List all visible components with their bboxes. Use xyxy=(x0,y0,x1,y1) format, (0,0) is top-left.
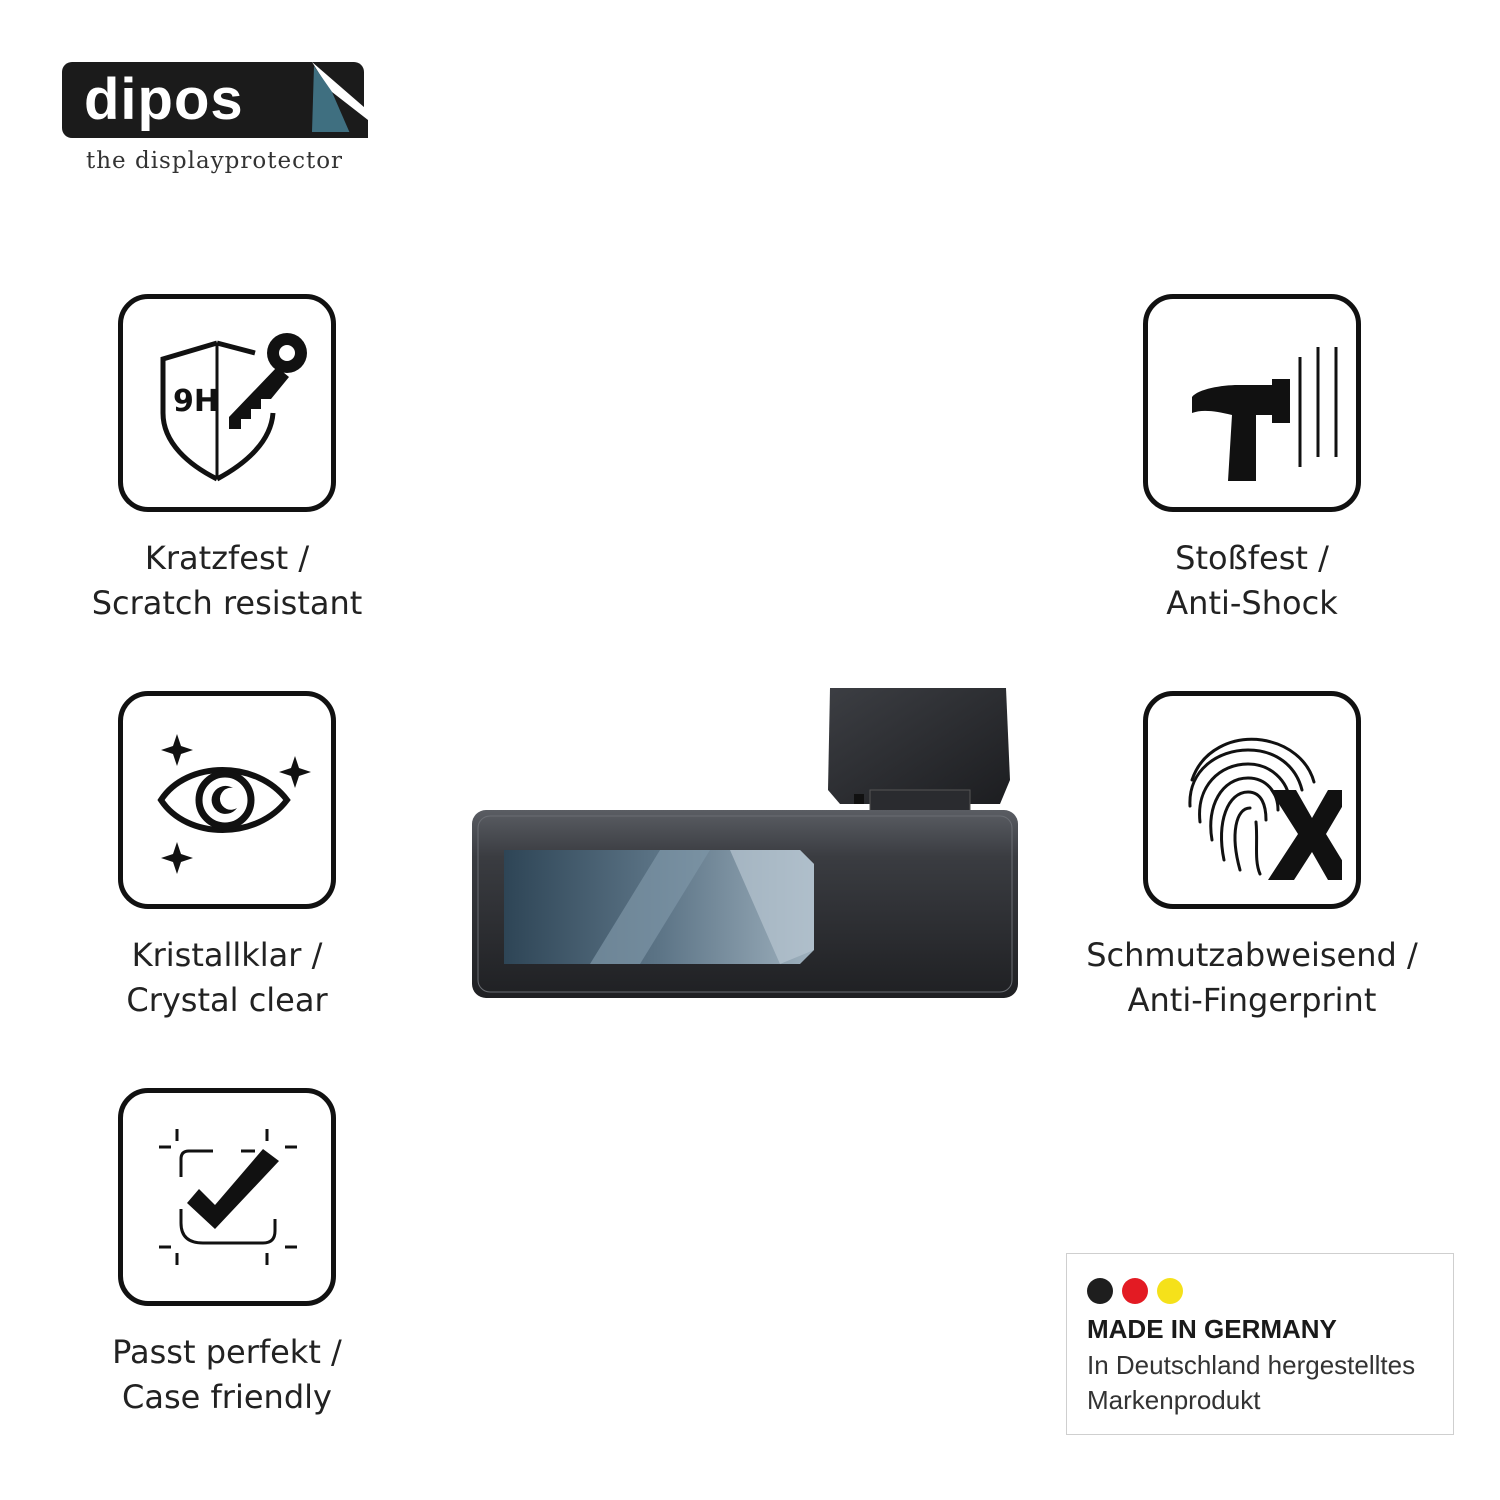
made-in-germany-badge: MADE IN GERMANY In Deutschland hergestel… xyxy=(1066,1253,1454,1435)
badge-title: MADE IN GERMANY xyxy=(1087,1314,1337,1344)
feature-caption: Stoßfest / Anti-Shock xyxy=(1166,539,1338,622)
flag-dot-gold xyxy=(1157,1278,1184,1304)
feature-anti-shock: Stoßfest / Anti-Shock xyxy=(1042,294,1462,626)
logo-wordmark: dipos xyxy=(84,67,244,132)
dashcam-device-icon xyxy=(472,688,1018,998)
feature-caption: Kristallklar / Crystal clear xyxy=(126,936,328,1019)
badge-subtitle: In Deutschland hergestelltes Markenprodu… xyxy=(1087,1350,1416,1415)
icon-frame: 9H xyxy=(118,294,336,512)
icon-frame xyxy=(118,1088,336,1306)
icon-frame xyxy=(118,691,336,909)
feature-caption: Schmutzabweisend / Anti-Fingerprint xyxy=(1086,936,1418,1019)
logo-peel-icon xyxy=(312,62,372,138)
feature-scratch-resistant: 9H Kratzfest / Scratch resistant xyxy=(17,294,437,626)
fingerprint-x-icon xyxy=(1188,737,1342,880)
german-flag-dots xyxy=(1087,1278,1187,1306)
feature-caption: Kratzfest / Scratch resistant xyxy=(91,539,363,622)
icon-frame xyxy=(1143,691,1361,909)
flag-dot-black xyxy=(1087,1278,1113,1304)
feature-crystal-clear: Kristallklar / Crystal clear xyxy=(17,691,437,1023)
feature-anti-fingerprint: Schmutzabweisend / Anti-Fingerprint xyxy=(1042,691,1462,1023)
flag-dot-red xyxy=(1122,1278,1149,1304)
hammer-icon xyxy=(1192,347,1338,481)
hardness-label: 9H xyxy=(173,384,219,419)
feature-case-friendly: Passt perfekt / Case friendly xyxy=(17,1088,437,1420)
logo-tagline: the displayprotector xyxy=(86,148,344,174)
shield-key-icon: 9H xyxy=(160,333,307,482)
icon-frame xyxy=(1143,294,1361,512)
eye-sparkle-icon xyxy=(157,734,311,874)
dipos-logo: dipos the displayprotector xyxy=(62,62,372,182)
feature-caption: Passt perfekt / Case friendly xyxy=(112,1333,342,1416)
checkmark-frame-icon xyxy=(159,1129,297,1265)
